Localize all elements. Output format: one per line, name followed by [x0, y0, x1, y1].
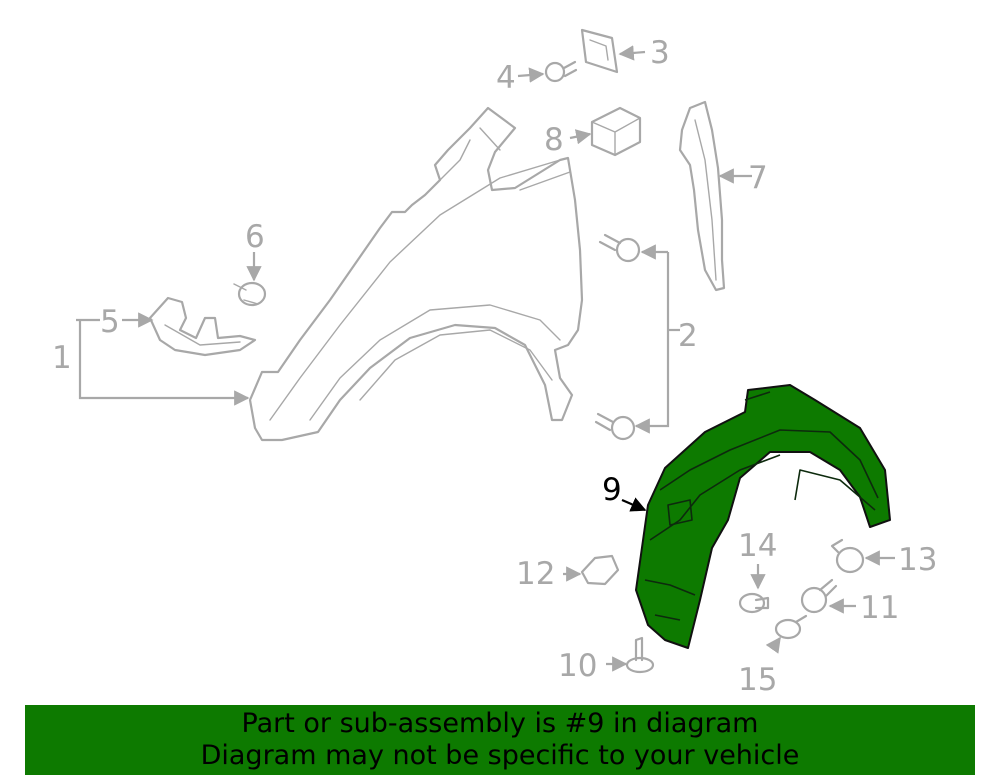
callout-8: 8	[544, 122, 564, 158]
callout-12: 12	[516, 556, 555, 592]
bracket-part[interactable]	[148, 296, 257, 357]
callout-4: 4	[496, 60, 516, 96]
callout-3: 3	[650, 35, 670, 71]
info-banner: Part or sub-assembly is #9 in diagram Di…	[25, 705, 975, 775]
callout-14: 14	[738, 528, 777, 564]
push-pin-part-14[interactable]	[738, 592, 770, 614]
wheel-liner-part-9[interactable]	[635, 384, 891, 649]
banner-line-1: Part or sub-assembly is #9 in diagram	[241, 708, 759, 739]
callout-6: 6	[245, 219, 265, 255]
bolt-part-11[interactable]	[800, 578, 838, 614]
clip-part-12[interactable]	[580, 554, 620, 586]
retainer-part-3[interactable]	[580, 28, 619, 74]
fender-part[interactable]	[248, 106, 584, 442]
clip-part-13[interactable]	[830, 538, 865, 574]
callout-9: 9	[602, 472, 622, 508]
callout-10: 10	[558, 648, 597, 684]
bolt-part-10[interactable]	[625, 636, 655, 674]
callout-13: 13	[898, 542, 937, 578]
callout-5: 5	[100, 304, 120, 340]
seal-part-7[interactable]	[678, 100, 726, 292]
callout-1: 1	[52, 340, 72, 376]
push-pin-part-15[interactable]	[774, 614, 808, 640]
callout-2: 2	[678, 318, 698, 354]
callout-15: 15	[738, 662, 777, 698]
clip-part-6[interactable]	[233, 281, 267, 307]
leader-lines	[76, 45, 895, 672]
bolt-part-4[interactable]	[544, 60, 578, 83]
callout-11: 11	[860, 590, 899, 626]
banner-line-2: Diagram may not be specific to your vehi…	[200, 740, 800, 771]
parts-diagram: 1 2 3 4 5 6 7 8 9 10 11 12 13 14 15	[52, 28, 937, 698]
callout-7: 7	[748, 160, 768, 196]
block-part-8[interactable]	[590, 106, 642, 157]
bolt-part-2-upper[interactable]	[598, 233, 641, 263]
bolt-part-2-lower[interactable]	[594, 412, 636, 441]
